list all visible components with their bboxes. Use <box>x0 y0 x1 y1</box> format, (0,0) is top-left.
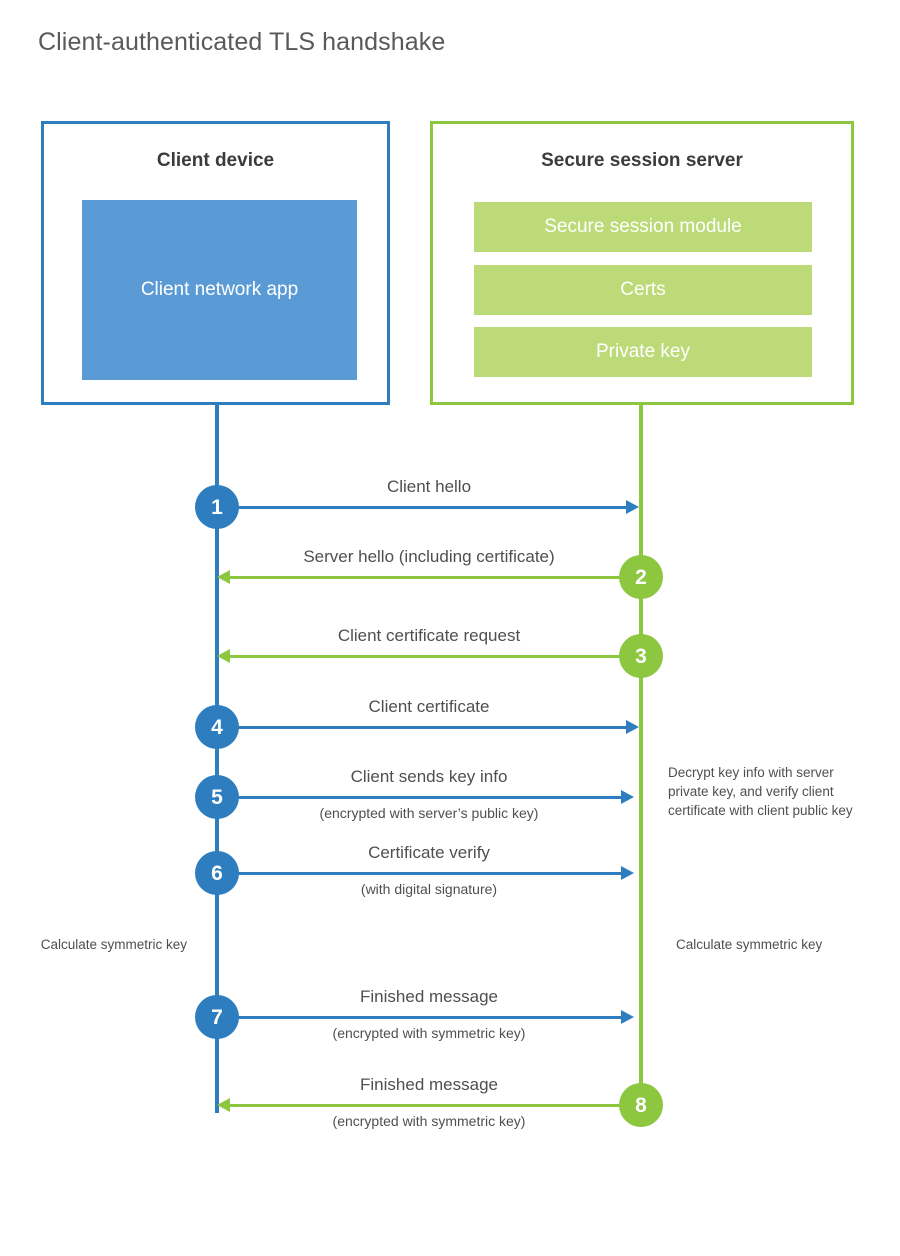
server-lifeline <box>639 405 643 1105</box>
server-module-private-key: Private key <box>474 327 812 377</box>
message-sublabel-7: (encrypted with symmetric key) <box>332 1025 526 1041</box>
step-circle-1[interactable]: 1 <box>195 485 239 529</box>
message-label-6: Certificate verify <box>368 843 490 862</box>
message-label-8: Finished message <box>360 1075 498 1094</box>
message-arrow-head-4 <box>626 720 639 734</box>
step-circle-2[interactable]: 2 <box>619 555 663 599</box>
note-calculate-symmetric-key-client: Calculate symmetric key <box>40 937 187 952</box>
message-arrow-line-6 <box>217 872 621 875</box>
message-arrow-line-2 <box>230 576 641 579</box>
secure-session-server-box: Secure session server Secure session mod… <box>430 121 854 405</box>
step-circle-4[interactable]: 4 <box>195 705 239 749</box>
message-arrow-head-2 <box>217 570 230 584</box>
message-label-7: Finished message <box>360 987 498 1006</box>
message-arrow-line-8 <box>230 1104 641 1107</box>
message-arrow-line-3 <box>230 655 641 658</box>
page-title: Client-authenticated TLS handshake <box>38 28 446 56</box>
message-label-4: Client certificate <box>368 697 490 716</box>
step-circle-6[interactable]: 6 <box>195 851 239 895</box>
secure-session-server-title: Secure session server <box>541 150 743 171</box>
message-arrow-head-6 <box>621 866 634 880</box>
message-arrow-line-1 <box>217 506 626 509</box>
client-device-title: Client device <box>156 150 275 171</box>
message-arrow-head-3 <box>217 649 230 663</box>
message-sublabel-8: (encrypted with symmetric key) <box>332 1113 526 1129</box>
message-arrow-line-7 <box>217 1016 621 1019</box>
message-label-1: Client hello <box>386 477 472 496</box>
message-arrow-head-1 <box>626 500 639 514</box>
client-network-app-block: Client network app <box>82 200 357 380</box>
message-sublabel-6: (with digital signature) <box>360 881 498 897</box>
step-circle-3[interactable]: 3 <box>619 634 663 678</box>
note-decrypt-key-info: Decrypt key info with server private key… <box>668 765 853 819</box>
message-arrow-head-7 <box>621 1010 634 1024</box>
message-label-3: Client certificate request <box>337 626 521 645</box>
message-label-2: Server hello (including certificate) <box>303 547 555 566</box>
step-circle-8[interactable]: 8 <box>619 1083 663 1127</box>
message-arrow-line-4 <box>217 726 626 729</box>
step-circle-7[interactable]: 7 <box>195 995 239 1039</box>
client-lifeline <box>215 405 219 1113</box>
message-arrow-head-8 <box>217 1098 230 1112</box>
message-sublabel-5: (encrypted with server’s public key) <box>319 805 539 821</box>
message-label-5: Client sends key info <box>350 767 508 786</box>
note-calculate-symmetric-key-server: Calculate symmetric key <box>676 937 823 952</box>
server-module-secure-session-module: Secure session module <box>474 202 812 252</box>
server-module-certs: Certs <box>474 265 812 315</box>
message-arrow-line-5 <box>217 796 621 799</box>
client-device-box: Client device Client network app <box>41 121 390 405</box>
step-circle-5[interactable]: 5 <box>195 775 239 819</box>
message-arrow-head-5 <box>621 790 634 804</box>
